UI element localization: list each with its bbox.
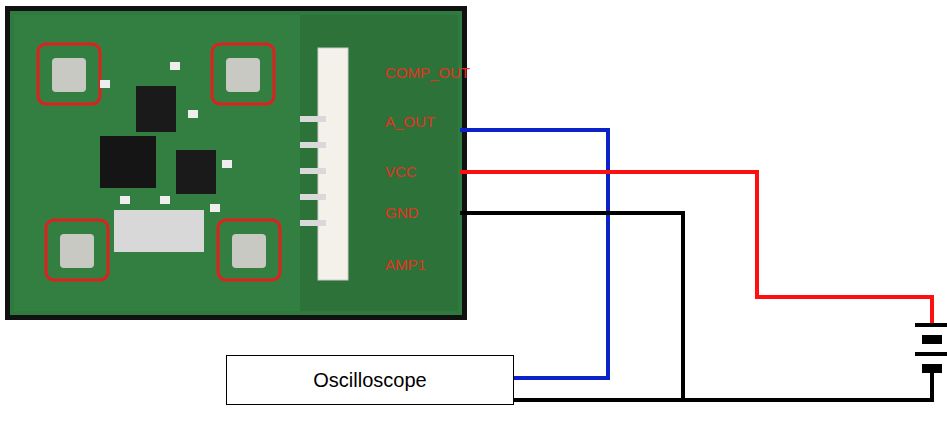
- connector: [300, 48, 348, 280]
- signal-wire: [460, 130, 608, 378]
- pin-label: A_OUT: [385, 113, 435, 131]
- pcb-surface: [14, 15, 458, 311]
- pin-label: GND: [385, 204, 418, 222]
- instrument-box: Oscilloscope: [226, 355, 514, 405]
- highlight-box: [38, 44, 280, 280]
- ground-wire: [514, 372, 932, 400]
- pcb-zone: [300, 15, 458, 311]
- pcb-board: [10, 11, 462, 315]
- photo-frame: [5, 6, 467, 320]
- power-wire: [460, 172, 932, 324]
- ic-chips: [100, 62, 232, 252]
- pin-label: COMP_OUT: [385, 64, 470, 82]
- pin-label: AMP1: [385, 256, 426, 274]
- battery-symbol: [915, 323, 947, 373]
- pin-label: VCC: [385, 163, 417, 181]
- solder-pads: [52, 58, 266, 268]
- node-text: Oscilloscope: [313, 369, 426, 392]
